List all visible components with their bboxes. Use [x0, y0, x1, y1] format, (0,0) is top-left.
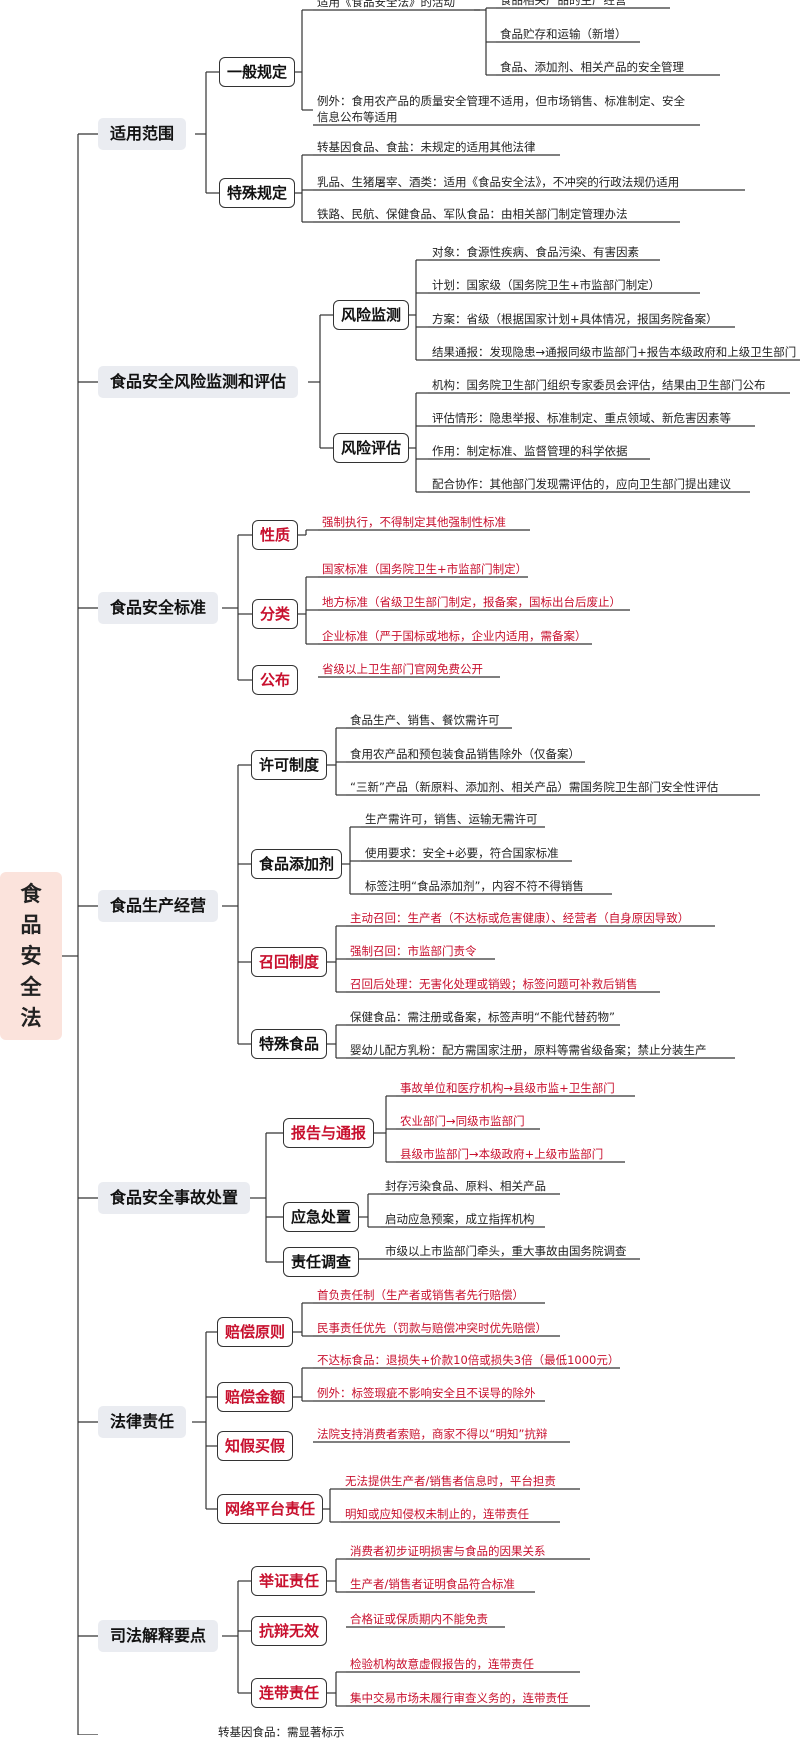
- leaf: 计划：国家级（国务院卫生+市监部门制定）: [432, 278, 661, 292]
- sub-emergency: 应急处置: [283, 1202, 360, 1232]
- sub-publication: 公布: [252, 665, 299, 695]
- leaf: 使用要求：安全+必要，符合国家标准: [365, 846, 559, 860]
- leaf: 乳品、生猪屠宰、酒类：适用《食品安全法》，不冲突的行政法规仍适用: [317, 175, 680, 189]
- category-scope: 适用范围: [98, 118, 187, 150]
- leaf: 合格证或保质期内不能免责: [350, 1612, 488, 1626]
- leaf: 转基因食品、食盐：未规定的适用其他法律: [317, 140, 536, 154]
- leaf: 结果通报：发现隐患→通报同级市监部门+报告本级政府和上级卫生部门: [432, 345, 797, 359]
- leaf: 食品生产、销售、餐饮需许可: [350, 713, 500, 727]
- leaf: 评估情形：隐患举报、标准制定、重点领域、新危害因素等: [432, 411, 731, 425]
- sub-investigation: 责任调查: [283, 1247, 360, 1277]
- sub-compensation-principle: 赔偿原则: [217, 1317, 294, 1347]
- sub-additive: 食品添加剂: [251, 849, 343, 879]
- leaf: 食品、添加剂、相关产品的安全管理: [500, 60, 684, 74]
- leaf: 地方标准（省级卫生部门制定，报备案，国标出台后废止）: [322, 595, 621, 609]
- sub-burden: 举证责任: [251, 1566, 328, 1596]
- category-standard: 食品安全标准: [98, 592, 219, 624]
- sub-special-food: 特殊食品: [251, 1029, 328, 1059]
- leaf: 封存污染食品、原料、相关产品: [385, 1179, 546, 1193]
- sub-platform: 网络平台责任: [217, 1494, 324, 1524]
- leaf: 首负责任制（生产者或销售者先行赔偿）: [317, 1288, 524, 1302]
- leaf: 召回后处理：无害化处理或销毁；标签问题可补救后销售: [350, 977, 638, 991]
- leaf: “三新”产品（新原料、添加剂、相关产品）需国务院卫生部门安全性评估: [350, 780, 719, 794]
- leaf: 转基因食品：需显著标示: [218, 1725, 345, 1739]
- category-incident: 食品安全事故处置: [98, 1182, 251, 1214]
- leaf: 对象：食源性疾病、食品污染、有害因素: [432, 245, 639, 259]
- leaf: 强制召回：市监部门责令: [350, 944, 477, 958]
- leaf: 省级以上卫生部门官网免费公开: [322, 662, 483, 676]
- sub-knowing-fake: 知假买假: [217, 1431, 294, 1461]
- leaf: 县级市监部门→本级政府+上级市监部门: [400, 1147, 604, 1161]
- leaf: 不达标食品：退损失+价款10倍或损失3倍（最低1000元）: [317, 1353, 620, 1367]
- sub-general: 一般规定: [219, 57, 296, 87]
- sub-special: 特殊规定: [219, 178, 296, 208]
- leaf: 企业标准（严于国标或地标，企业内适用，需备案）: [322, 629, 587, 643]
- sub-defense: 抗辩无效: [251, 1616, 328, 1646]
- leaf: 适用《食品安全法》的活动: [317, 0, 455, 9]
- leaf: 配合协作：其他部门发现需评估的，应向卫生部门提出建议: [432, 477, 731, 491]
- sub-monitoring: 风险监测: [333, 300, 410, 330]
- category-production: 食品生产经营: [98, 890, 219, 922]
- sub-compensation-amount: 赔偿金额: [217, 1382, 294, 1412]
- leaf: 食用农产品和预包装食品销售除外（仅备案）: [350, 747, 580, 761]
- sub-classification: 分类: [252, 599, 299, 629]
- leaf: 生产者/销售者证明食品符合标准: [350, 1577, 515, 1591]
- sub-recall: 召回制度: [251, 947, 328, 977]
- category-risk: 食品安全风险监测和评估: [98, 366, 299, 398]
- leaf: 保健食品：需注册或备案，标签声明“不能代替药物”: [350, 1010, 615, 1024]
- leaf: 无法提供生产者/销售者信息时，平台担责: [345, 1474, 556, 1488]
- sub-license: 许可制度: [251, 750, 328, 780]
- leaf: 事故单位和医疗机构→县级市监+卫生部门: [400, 1081, 615, 1095]
- leaf: 生产需许可，销售、运输无需许可: [365, 812, 538, 826]
- leaf: 作用：制定标准、监督管理的科学依据: [432, 444, 628, 458]
- leaf: 国家标准（国务院卫生+市监部门制定）: [322, 562, 528, 576]
- leaf: 主动召回：生产者（不达标或危害健康）、经营者（自身原因导致）: [350, 911, 690, 925]
- root-node: 食品安全法: [0, 872, 62, 1040]
- leaf: 检验机构故意虚假报告的，连带责任: [350, 1657, 534, 1671]
- leaf: 婴幼儿配方乳粉：配方需国家注册，原料等需省级备案；禁止分装生产: [350, 1043, 707, 1057]
- leaf: 启动应急预案，成立指挥机构: [385, 1212, 535, 1226]
- category-judicial: 司法解释要点: [98, 1620, 219, 1652]
- leaf: 明知或应知侵权未制止的，连带责任: [345, 1507, 529, 1521]
- leaf: 强制执行，不得制定其他强制性标准: [322, 515, 506, 529]
- leaf: 集中交易市场未履行审查义务的，连带责任: [350, 1691, 569, 1705]
- category-liability: 法律责任: [98, 1406, 187, 1438]
- leaf: 标签注明“食品添加剂”，内容不符不得销售: [365, 879, 584, 893]
- leaf: 铁路、民航、保健食品、军队食品：由相关部门制定管理办法: [317, 207, 628, 221]
- leaf: 机构：国务院卫生部门组织专家委员会评估，结果由卫生部门公布: [432, 378, 766, 392]
- leaf: 消费者初步证明损害与食品的因果关系: [350, 1544, 546, 1558]
- leaf: 例外：标签瑕疵不影响安全且不误导的除外: [317, 1386, 536, 1400]
- sub-nature: 性质: [252, 520, 299, 550]
- sub-joint: 连带责任: [251, 1678, 328, 1708]
- leaf: 方案：省级（根据国家计划+具体情况，报国务院备案）: [432, 312, 718, 326]
- sub-report: 报告与通报: [283, 1118, 375, 1148]
- sub-assessment: 风险评估: [333, 433, 410, 463]
- leaf: 食品贮存和运输（新增）: [500, 27, 627, 41]
- leaf: 食品相关产品的生产经营: [500, 0, 627, 7]
- leaf: 市级以上市监部门牵头，重大事故由国务院调查: [385, 1244, 627, 1258]
- leaf: 例外：食用农产品的质量安全管理不适用，但市场销售、标准制定、安全信息公布等适用: [317, 94, 685, 124]
- leaf: 农业部门→同级市监部门: [400, 1114, 525, 1128]
- leaf: 法院支持消费者索赔，商家不得以“明知”抗辩: [317, 1427, 548, 1441]
- leaf: 民事责任优先（罚款与赔偿冲突时优先赔偿）: [317, 1321, 547, 1335]
- root-label: 食品安全法: [20, 881, 42, 1030]
